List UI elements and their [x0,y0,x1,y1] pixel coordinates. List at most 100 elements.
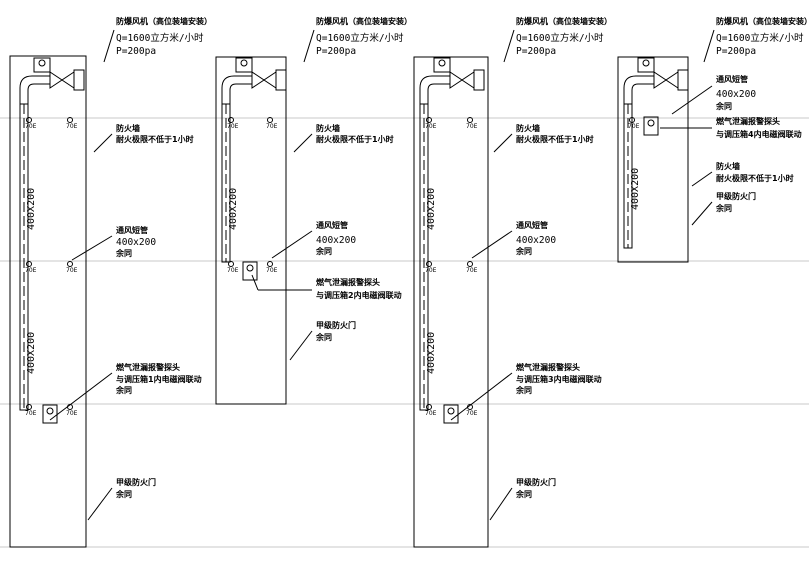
gas-detector-icon [46,407,54,415]
fan-hood-box [235,57,253,73]
fan-flow: Q=1600立方米/小时 [516,32,604,44]
support-symbol [228,117,234,123]
unit-4: 防爆风机（高位装墙安装）Q=1600立方米/小时P=200pa70E400X20… [617,16,809,263]
leader-line [691,171,713,187]
fan-leader [703,29,715,63]
support-label: 70E [227,123,239,130]
wall-outline [413,56,489,548]
support-symbol [26,404,32,410]
fire-door-same: 余同 [515,489,532,499]
detector-box [643,116,659,136]
fan-outlet [275,69,287,91]
detector-line2: 与调压箱4内电磁阀联动 [716,129,802,139]
duct-title: 通风短管 [116,225,148,235]
fire-wall-rating: 耐火极限不低于1小时 [116,134,194,144]
support-symbol [467,261,473,267]
fan-icon [49,71,75,89]
leader-line [450,372,513,421]
support-label: 70E [25,123,37,130]
fire-wall-label: 防火墙 [116,123,140,133]
fan-hood-box [33,57,51,73]
support-label: 70E [425,410,437,417]
support-label: 70E [266,123,278,130]
support-label: 70E [466,410,478,417]
duct-elbow-outer [19,75,50,104]
detector-line1: 燃气泄漏报警探头 [316,277,380,287]
duct-size: 400x200 [516,235,556,246]
gas-detector-icon [246,264,254,272]
fan-pressure: P=200pa [716,46,756,57]
support-symbol [67,261,73,267]
detector-same: 余同 [115,385,132,395]
fire-door-label: 甲级防火门 [716,191,756,201]
fan-flow: Q=1600立方米/小时 [716,32,804,44]
fan-icon [653,71,679,89]
riser-dim: 400X200 [228,188,239,230]
fire-door-label: 甲级防火门 [116,477,156,487]
fire-wall-label: 防火墙 [316,123,340,133]
fan-title: 防爆风机（高位装墙安装） [516,16,612,26]
support-label: 70E [628,123,640,130]
fan-symbol [642,59,650,67]
fan-outlet [73,69,85,91]
leader-line [93,133,113,153]
fire-door-same: 余同 [115,489,132,499]
fire-wall-rating: 耐火极限不低于1小时 [716,173,794,183]
fan-flow: Q=1600立方米/小时 [116,32,204,44]
leader-line [289,330,313,361]
support-symbol [228,261,234,267]
detector-box [42,404,58,424]
support-symbol [67,117,73,123]
detector-line1: 燃气泄漏报警探头 [116,362,180,372]
fan-icon [449,71,475,89]
support-symbol [629,117,635,123]
support-label: 70E [227,267,239,274]
support-label: 70E [425,267,437,274]
fan-flow: Q=1600立方米/小时 [316,32,404,44]
detector-line1: 燃气泄漏报警探头 [716,116,780,126]
duct-size: 400x200 [316,235,356,246]
duct-size: 400x200 [116,237,156,248]
fan-outlet [677,69,689,91]
leader-line [489,487,513,521]
fan-symbol [38,59,46,67]
fan-symbol [438,59,446,67]
support-symbol [426,117,432,123]
duct-size: 400x200 [716,89,756,100]
support-symbol [267,261,273,267]
support-label: 70E [425,123,437,130]
duct-elbow-outer [221,75,252,104]
leader-line [271,230,313,259]
fan-hood-box [637,57,655,73]
riser-dim: 400X200 [630,168,641,210]
riser-dim: 400X200 [26,188,37,230]
support-symbol [467,117,473,123]
duct-title: 通风短管 [516,220,548,230]
leader-line [493,133,513,153]
fan-leader [503,29,515,63]
leader-line [671,85,713,115]
fire-door-label: 甲级防火门 [516,477,556,487]
duct-same: 余同 [715,101,732,111]
fan-leader [103,29,115,63]
fan-title: 防爆风机（高位装墙安装） [116,16,212,26]
fire-door-label: 甲级防火门 [316,320,356,330]
fan-pressure: P=200pa [116,46,156,57]
leader-line [293,133,313,153]
detector-box [242,261,258,281]
fan-icon [251,71,277,89]
detector-same: 余同 [515,385,532,395]
floor-lines [0,117,809,548]
duct-title: 通风短管 [316,220,348,230]
duct-same: 余同 [315,246,332,256]
support-symbol [426,261,432,267]
riser-dim: 400X200 [26,332,37,374]
fire-wall-rating: 耐火极限不低于1小时 [516,134,594,144]
support-symbol [26,117,32,123]
fan-title: 防爆风机（高位装墙安装） [316,16,412,26]
fan-symbol [240,59,248,67]
detector-line2: 与调压箱3内电磁阀联动 [516,374,602,384]
